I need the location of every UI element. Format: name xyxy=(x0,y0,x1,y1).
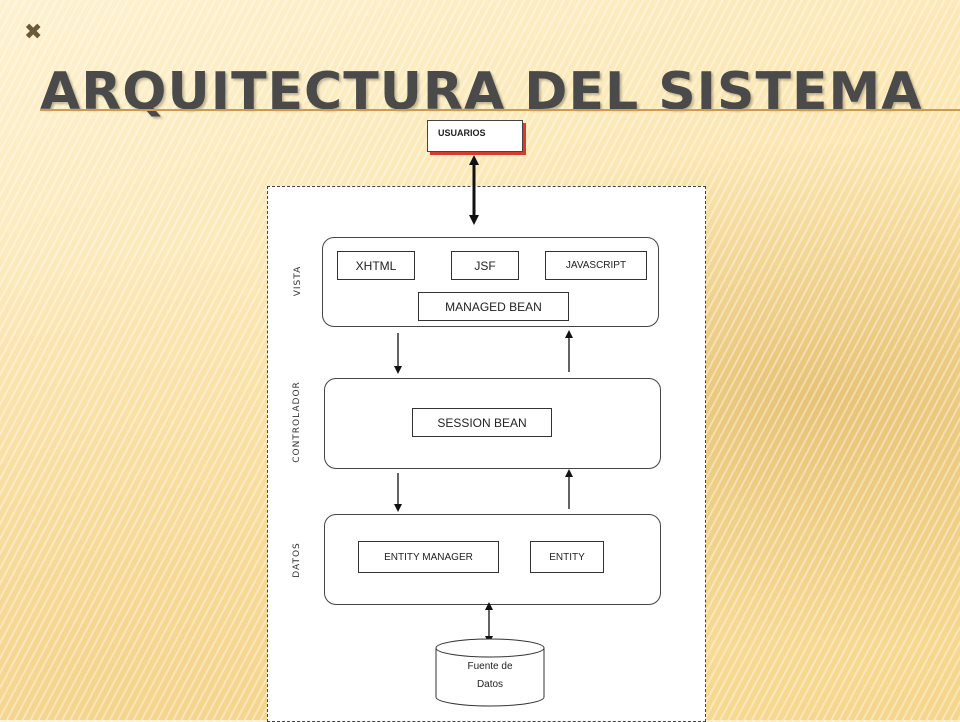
component-jsf[interactable]: JSF xyxy=(451,251,519,280)
title-underline xyxy=(40,109,960,111)
component-xhtml[interactable]: XHTML xyxy=(337,251,415,280)
slide-title: ARQUITECTURA DEL SISTEMA xyxy=(40,62,923,122)
component-session-bean[interactable]: SESSION BEAN xyxy=(412,408,552,437)
component-entity[interactable]: ENTITY xyxy=(530,541,604,573)
usuarios-box[interactable]: USUARIOS xyxy=(427,120,523,152)
component-entity-manager[interactable]: ENTITY MANAGER xyxy=(358,541,499,573)
fuente-de-datos-line2: Datos xyxy=(476,679,504,690)
corner-x-icon: ✖ xyxy=(24,20,43,45)
usuarios-label: USUARIOS xyxy=(438,128,486,138)
database-cylinder-icon xyxy=(435,638,545,707)
component-javascript[interactable]: JAVASCRIPT xyxy=(545,251,647,280)
component-managed-bean[interactable]: MANAGED BEAN xyxy=(418,292,569,321)
fuente-de-datos-line1: Fuente de xyxy=(467,661,513,672)
